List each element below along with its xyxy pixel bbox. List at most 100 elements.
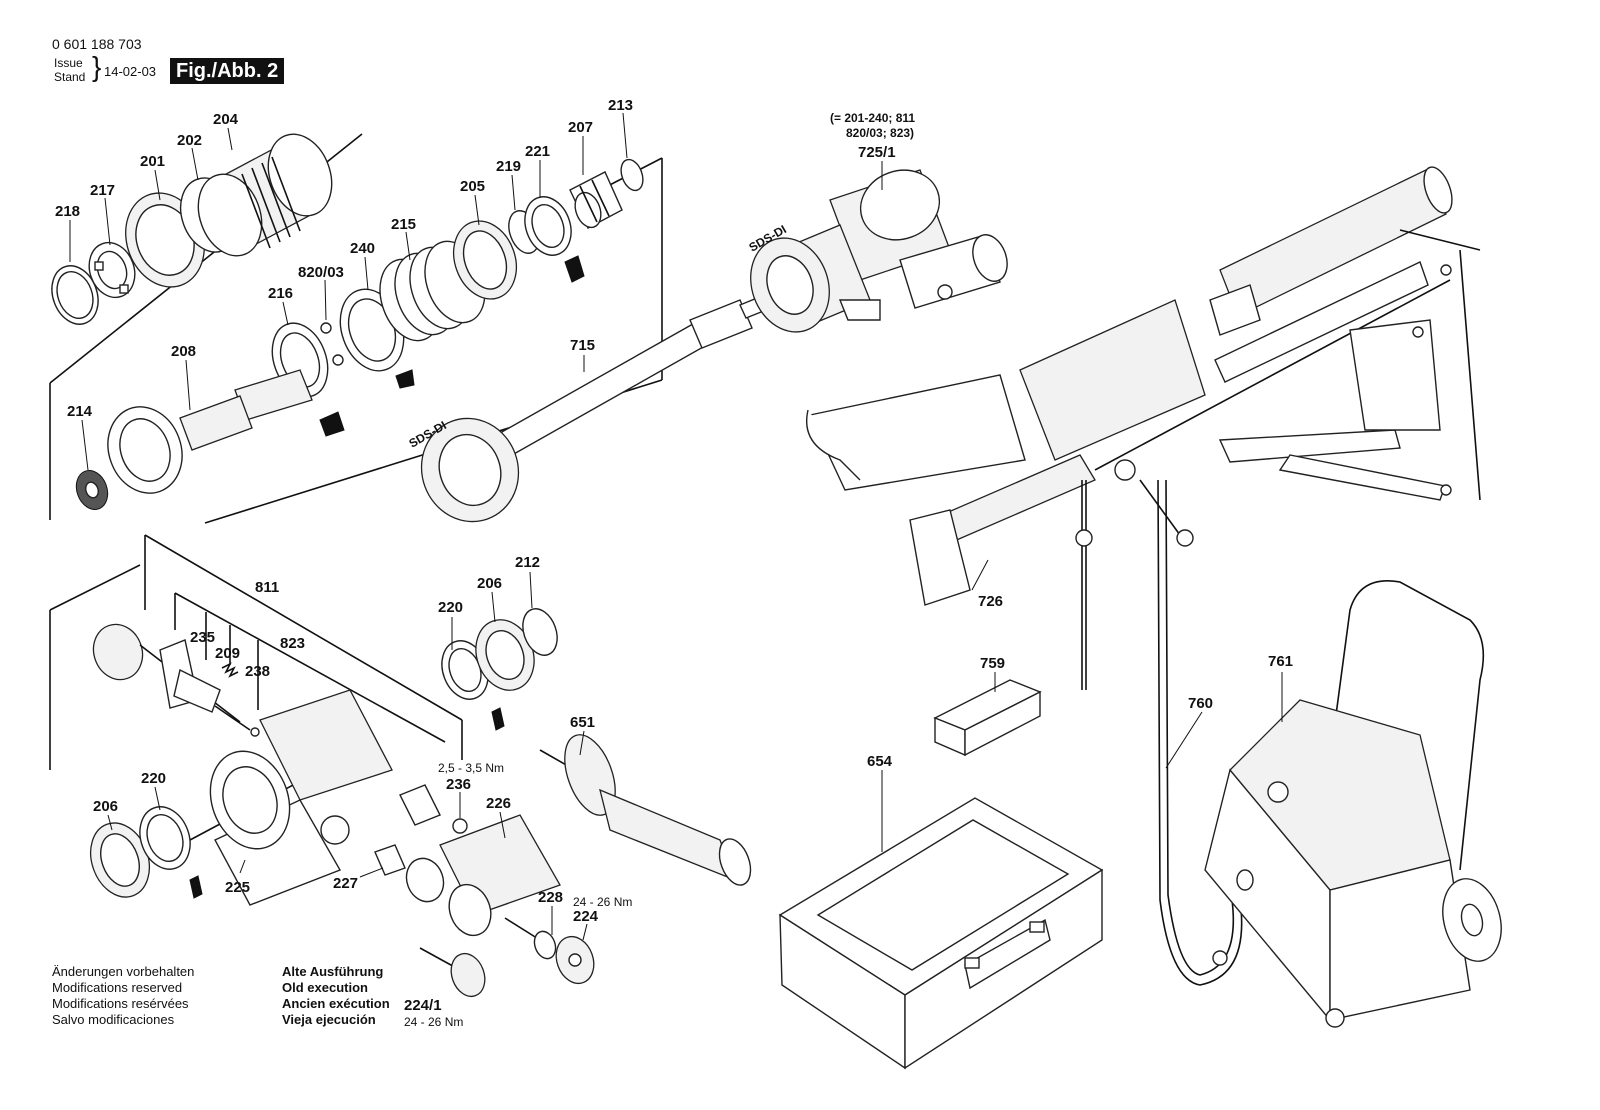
callout-220-a: 220 (438, 599, 463, 616)
callout-221: 221 (525, 143, 550, 160)
part-715-tool-holder (420, 295, 767, 523)
part-225-gear-housing (209, 689, 393, 906)
callout-228: 228 (538, 889, 563, 906)
lower-group-frame (49, 534, 463, 841)
part-218-retaining-ring (51, 265, 99, 325)
callout-207: 207 (568, 119, 593, 136)
torque-224-1: 24 - 26 Nm (404, 1015, 463, 1029)
part-208-spindle (107, 369, 313, 494)
issue-date: 14-02-03 (104, 64, 157, 79)
part-236-plug (399, 784, 468, 834)
callout-238: 238 (245, 663, 270, 680)
old-execution-es: Vieja ejecución (282, 1012, 376, 1027)
callout-201: 201 (140, 153, 165, 170)
callout-213: 213 (608, 97, 633, 114)
brace-icon: } (92, 51, 102, 82)
callout-760: 760 (1188, 695, 1213, 712)
callout-218: 218 (55, 203, 80, 220)
callout-227: 227 (333, 875, 358, 892)
callout-214: 214 (67, 403, 93, 420)
callout-715: 715 (570, 337, 595, 354)
callout-208: 208 (171, 343, 196, 360)
figure-label: Fig./Abb. 2 (170, 58, 285, 84)
torque-236: 2,5 - 3,5 Nm (438, 761, 504, 775)
modifications-de: Änderungen vorbehalten (52, 964, 194, 979)
callout-209: 209 (215, 645, 240, 662)
modifications-es: Salvo modificaciones (52, 1012, 175, 1027)
part-204-cap (197, 133, 333, 257)
leader-lines (69, 112, 1283, 941)
callout-205: 205 (460, 178, 485, 195)
part-221-ring (524, 196, 585, 283)
callout-217: 217 (90, 182, 115, 199)
callout-216: 216 (268, 285, 293, 302)
callout-236: 236 (446, 776, 471, 793)
old-execution-fr: Ancien exécution (282, 996, 390, 1011)
issue-label: Issue (54, 56, 83, 70)
part-224-1-nut-old (419, 947, 486, 998)
part-206-seal-a (475, 619, 535, 691)
part-214-washer (75, 470, 109, 510)
part-212-circlip (522, 608, 558, 656)
callout-759: 759 (980, 655, 1005, 672)
part-759-block (933, 679, 1042, 757)
callout-206-a: 206 (477, 575, 502, 592)
callout-220-b: 220 (141, 770, 166, 787)
callout-labels: 204 202 201 217 218 213 207 221 219 205 … (55, 97, 1293, 1029)
part-209-spring (221, 662, 239, 678)
callout-725-1-note-2: 820/03; 823) (846, 126, 914, 140)
part-213-ring (620, 158, 644, 192)
document-number: 0 601 188 703 (52, 36, 142, 52)
drill-stand-assembly (806, 166, 1481, 690)
old-execution-en: Old execution (282, 980, 368, 995)
part-228-screw (504, 917, 557, 960)
footer-old-execution: Alte Ausführung Old execution Ancien exé… (282, 964, 390, 1027)
callout-204: 204 (213, 111, 239, 128)
callout-654: 654 (867, 753, 893, 770)
torque-224: 24 - 26 Nm (573, 895, 632, 909)
part-206-seal-b (90, 822, 150, 898)
footer-modifications: Änderungen vorbehalten Modifications res… (52, 964, 194, 1027)
part-227-bushing (374, 844, 406, 876)
old-execution-de: Alte Ausführung (282, 964, 383, 979)
callout-811: 811 (255, 579, 279, 596)
part-205-ring (453, 220, 517, 300)
callout-224-1: 224/1 (404, 997, 442, 1014)
callout-651: 651 (570, 714, 595, 731)
part-238-screw (214, 705, 260, 737)
callout-761: 761 (1268, 653, 1293, 670)
callout-202: 202 (177, 132, 202, 149)
part-217-locking-ring (88, 241, 136, 299)
callout-823: 823 (280, 635, 305, 652)
stand-label: Stand (54, 70, 86, 84)
part-216-ring (271, 322, 345, 437)
part-760-hose (1157, 479, 1243, 986)
callout-820-03: 820/03 (298, 264, 344, 281)
callout-224: 224 (573, 908, 599, 925)
part-654-carry-case (778, 797, 1104, 1070)
callout-726: 726 (978, 593, 1003, 610)
callout-725-1-note-1: (= 201-240; 811 (830, 111, 915, 125)
part-220-ring-b (139, 806, 203, 899)
part-651-aux-handle (539, 734, 752, 886)
part-226-side-handle (405, 814, 561, 937)
modifications-en: Modifications reserved (52, 980, 182, 995)
callout-226: 226 (486, 795, 511, 812)
callout-212: 212 (515, 554, 540, 571)
callout-235: 235 (190, 629, 215, 646)
part-820-03-balls (320, 322, 344, 366)
part-725-1-drill-head (750, 169, 1008, 333)
callout-725-1: 725/1 (858, 144, 896, 161)
callout-206-b: 206 (93, 798, 118, 815)
part-761-vacuum-cleaner (1204, 580, 1502, 1028)
callout-240: 240 (350, 240, 375, 257)
modifications-fr: Modifications resérvées (52, 996, 189, 1011)
callout-225: 225 (225, 879, 250, 896)
callout-215: 215 (391, 216, 416, 233)
part-224-nut (555, 935, 595, 985)
part-811-knob (92, 623, 241, 723)
part-207-roller-cage (569, 171, 623, 229)
callout-219: 219 (496, 158, 521, 175)
